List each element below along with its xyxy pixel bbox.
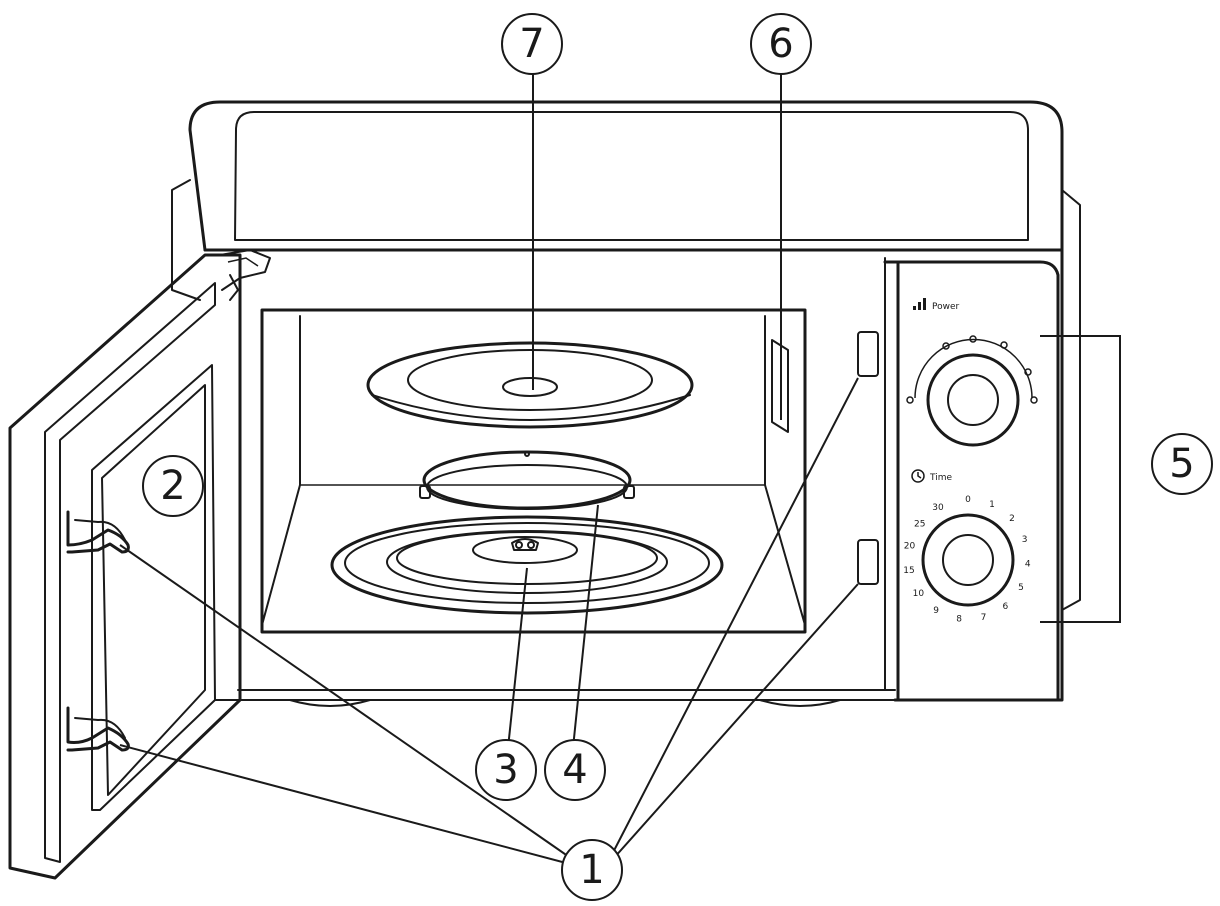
power-label: Power [932, 302, 960, 312]
callout-6: 6 [750, 13, 812, 75]
callout-2: 2 [142, 455, 204, 517]
timer-mark: 25 [914, 519, 925, 529]
timer-mark: 7 [981, 613, 987, 623]
timer-mark: 2 [1009, 514, 1015, 524]
time-label: Time [929, 473, 952, 483]
timer-icon [911, 469, 925, 483]
power-knob[interactable] [906, 335, 1038, 447]
callout-7-label: 7 [519, 21, 544, 67]
microwave-cabinet [171, 100, 1081, 707]
timer-mark: 3 [1022, 535, 1028, 545]
glass-tray [366, 341, 694, 429]
timer-mark: 30 [932, 503, 944, 513]
callout-2-label: 2 [160, 463, 185, 509]
timer-knob[interactable]: 0 1 2 3 4 56 7 8 9 10 15 20 25 30 [903, 495, 1031, 624]
control-panel: Power Time 0 1 2 3 4 56 7 8 9 10 15 20 25 30 [883, 257, 1060, 702]
callout-3-label: 3 [493, 747, 518, 793]
microwave-door [8, 253, 242, 880]
callout-1: 1 [561, 839, 623, 901]
oven-cavity [260, 308, 807, 634]
timer-mark: 15 [903, 566, 914, 576]
timer-mark: 5 [1018, 583, 1024, 593]
door-hooks [66, 510, 130, 752]
timer-mark: 4 [1025, 560, 1031, 570]
callout-3: 3 [475, 739, 537, 801]
callout-5-label: 5 [1169, 441, 1194, 487]
latch-slots [857, 331, 879, 585]
turntable-shaft-base [330, 515, 724, 615]
callout-1-label: 1 [579, 847, 604, 893]
timer-mark: 1 [989, 500, 995, 510]
timer-scale: 0 1 2 3 4 56 7 8 9 10 15 20 25 30 [903, 495, 1031, 624]
timer-mark: 9 [933, 606, 939, 616]
timer-mark: 10 [913, 589, 925, 599]
timer-mark: 6 [1003, 602, 1009, 612]
roller-ring [419, 450, 635, 510]
leader-lines [119, 72, 1121, 869]
callout-7: 7 [501, 13, 563, 75]
timer-mark: 8 [956, 614, 962, 624]
timer-mark: 0 [965, 495, 971, 505]
callout-4-label: 4 [562, 747, 587, 793]
callout-5: 5 [1151, 433, 1213, 495]
timer-mark: 20 [904, 542, 916, 552]
power-icon [913, 298, 926, 310]
callout-4: 4 [544, 739, 606, 801]
callout-6-label: 6 [768, 21, 793, 67]
